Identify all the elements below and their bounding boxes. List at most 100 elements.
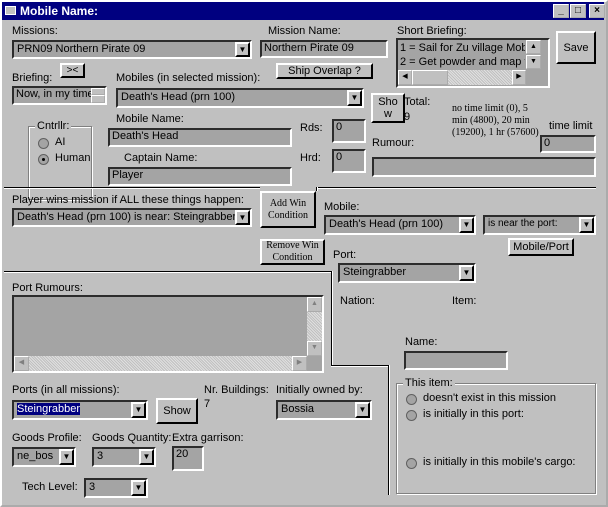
radio-in-cargo[interactable] — [406, 458, 417, 469]
maximize-button[interactable]: □ — [570, 4, 586, 18]
missions-combo[interactable]: PRN09 Northern Pirate 09 ▼ — [12, 40, 252, 59]
title-bar: Mobile Name: — [2, 2, 604, 20]
chevron-down-icon[interactable]: ▼ — [235, 42, 250, 57]
extra-garrison-label: Extra garrison: — [172, 432, 244, 444]
rumour-field[interactable] — [372, 157, 596, 177]
total-label: Total: — [404, 96, 431, 108]
divider — [316, 187, 596, 189]
list-item[interactable]: 2 = Get powder and map fro — [400, 56, 525, 68]
nation-label: Nation: — [340, 295, 375, 307]
ship-overlap-button[interactable]: Ship Overlap ? — [276, 63, 373, 79]
win-label: Player wins mission if ALL these things … — [12, 194, 244, 206]
item-name-field[interactable] — [404, 351, 508, 370]
rumour-label: Rumour: — [372, 137, 415, 149]
win-value: Death's Head (prn 100) is near: Steingra… — [17, 211, 237, 223]
mobiles-combo[interactable]: Death's Head (prn 100) ▼ — [116, 88, 364, 108]
cond-port-combo[interactable]: Steingrabber ▼ — [338, 263, 476, 283]
scroll-right-icon[interactable]: ▶ — [512, 70, 526, 85]
short-briefing-list[interactable]: 1 = Sail for Zu village Mobar 2 = Get po… — [396, 38, 550, 88]
scroll-left-icon[interactable]: ◀ — [14, 356, 29, 371]
goods-profile-combo[interactable]: ne_bos ▼ — [12, 447, 76, 467]
this-item-group: This item: doesn't exist in this mission… — [396, 377, 596, 494]
missions-value: PRN09 Northern Pirate 09 — [17, 43, 146, 55]
chevron-down-icon[interactable]: ▼ — [131, 402, 146, 418]
radio-ai[interactable] — [38, 138, 49, 149]
goods-quantity-combo[interactable]: 3▼ — [92, 447, 156, 467]
save-button[interactable]: Save — [556, 31, 596, 64]
buildings-value: 7 — [204, 398, 211, 410]
chevron-down-icon[interactable]: ▼ — [131, 480, 146, 496]
radio-not-exist[interactable] — [406, 394, 417, 405]
buildings-label: Nr. Buildings: — [204, 384, 269, 396]
human-label: Human — [55, 152, 91, 164]
extra-garrison-field[interactable]: 20 — [172, 446, 204, 471]
cond-mobile-combo[interactable]: Death's Head (prn 100)▼ — [324, 215, 476, 235]
scroll-down-icon[interactable]: ▼ — [307, 341, 322, 356]
spin-down-icon[interactable] — [91, 95, 105, 103]
ports-combo[interactable]: Steingrabber ▼ — [12, 400, 148, 420]
close-button[interactable]: × — [589, 4, 605, 18]
tech-level-combo[interactable]: 3▼ — [84, 478, 148, 498]
divider — [316, 187, 318, 191]
ports-value: Steingrabber — [17, 403, 80, 415]
remove-win-condition-button[interactable]: Remove Win Condition — [260, 239, 325, 265]
chevron-down-icon[interactable]: ▼ — [139, 449, 154, 465]
port-rumours-label: Port Rumours: — [12, 282, 83, 294]
horizontal-scrollbar[interactable] — [14, 356, 307, 371]
chevron-down-icon[interactable]: ▼ — [59, 449, 74, 465]
missions-label: Missions: — [12, 25, 58, 37]
radio-in-port[interactable] — [406, 410, 417, 421]
controller-label: Cntrllr: — [35, 120, 72, 132]
scroll-up-icon[interactable]: ▲ — [307, 297, 322, 312]
scroll-down-icon[interactable]: ▼ — [526, 55, 541, 69]
condition-type-value: is near the port: — [488, 218, 558, 229]
goods-profile-value: ne_bos — [17, 450, 54, 462]
mobiles-value: Death's Head (prn 100) — [121, 91, 235, 103]
list-item[interactable]: 1 = Sail for Zu village Mobar — [400, 42, 525, 54]
condition-type-combo[interactable]: is near the port: ▼ — [483, 215, 596, 235]
goods-profile-label: Goods Profile: — [12, 432, 82, 444]
app-icon — [5, 6, 16, 15]
scroll-thumb[interactable] — [412, 70, 448, 85]
mobile-port-button[interactable]: Mobile/Port — [508, 238, 574, 256]
ports-label: Ports (in all missions): — [12, 384, 120, 396]
controller-group: Cntrllr: AI Human — [28, 120, 92, 200]
minimize-button[interactable]: _ — [553, 4, 569, 18]
radio-human[interactable] — [38, 154, 49, 165]
short-briefing-label: Short Briefing: — [397, 25, 467, 37]
time-limit-field[interactable]: 0 — [540, 135, 596, 153]
chevron-down-icon[interactable]: ▼ — [355, 402, 370, 418]
rds-field[interactable]: 0 — [332, 119, 366, 143]
port-rumours-field[interactable]: ▲ ▼ ◀ ▶ — [12, 295, 324, 373]
owned-by-combo[interactable]: Bossia▼ — [276, 400, 372, 420]
hrd-field[interactable]: 0 — [332, 149, 366, 173]
chevron-down-icon[interactable]: ▼ — [235, 210, 250, 225]
scroll-right-icon[interactable]: ▶ — [292, 356, 307, 371]
ai-label: AI — [55, 136, 66, 148]
cond-port-label: Port: — [333, 249, 357, 261]
briefing-spin-field[interactable]: Now, in my time — [12, 86, 107, 105]
mobile-name-field[interactable]: Death's Head — [108, 128, 292, 147]
briefing-label: Briefing: — [12, 72, 53, 84]
win-conditions-combo[interactable]: Death's Head (prn 100) is near: Steingra… — [12, 208, 252, 227]
show-port-button[interactable]: Show — [156, 398, 198, 424]
scroll-up-icon[interactable]: ▲ — [526, 40, 541, 54]
cond-port-value: Steingrabber — [343, 266, 406, 278]
show-mobile-button[interactable]: Sho w — [371, 93, 405, 123]
chevron-down-icon[interactable]: ▼ — [459, 217, 474, 233]
collapse-button[interactable]: >< — [60, 63, 85, 78]
spin-up-icon[interactable] — [91, 88, 105, 95]
add-win-condition-button[interactable]: Add Win Condition — [260, 191, 316, 228]
item-label: Item: — [452, 295, 477, 307]
chevron-down-icon[interactable]: ▼ — [459, 265, 474, 281]
captain-name-field[interactable]: Player — [108, 167, 292, 186]
chevron-down-icon[interactable]: ▼ — [347, 90, 362, 106]
window-title: Mobile Name: — [20, 4, 99, 18]
hrd-label: Hrd: — [300, 152, 321, 164]
scroll-left-icon[interactable]: ◀ — [398, 70, 412, 85]
mission-name-field[interactable]: Northern Pirate 09 — [260, 40, 388, 58]
chevron-down-icon[interactable]: ▼ — [579, 217, 594, 233]
rds-label: Rds: — [300, 122, 323, 134]
divider — [4, 187, 260, 189]
goods-quantity-label: Goods Quantity: — [92, 432, 172, 444]
